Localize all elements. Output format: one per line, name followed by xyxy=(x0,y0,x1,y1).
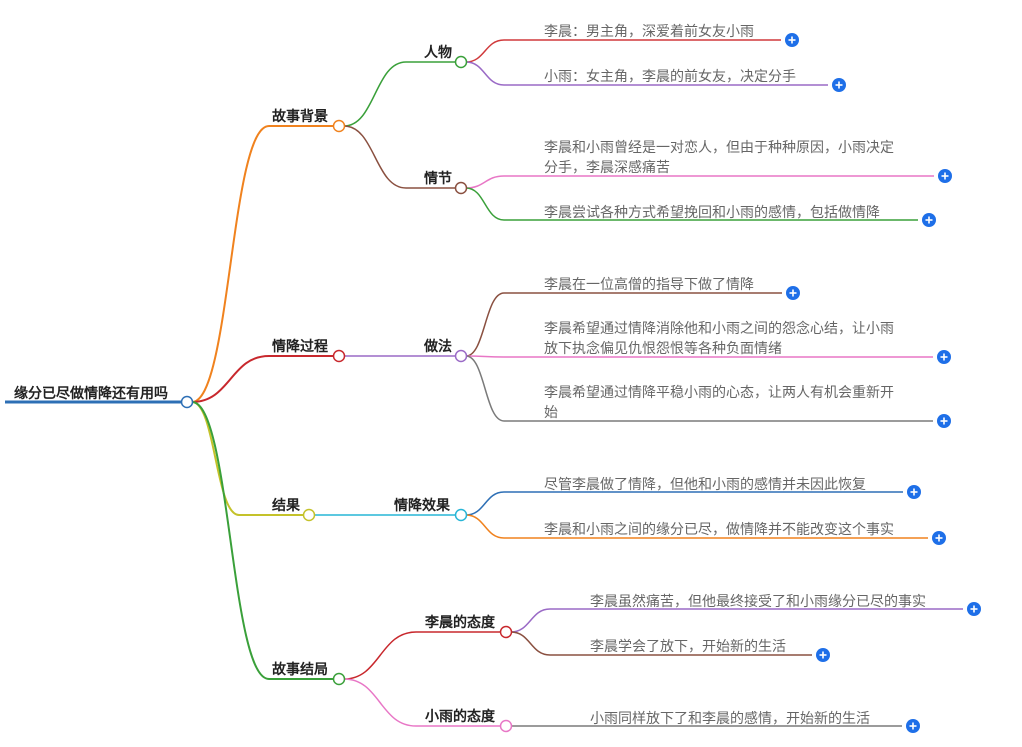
leaf-text-3-1-2: 李晨和小雨之间的缘分已尽，做情降并不能改变这个事实 xyxy=(544,521,894,538)
branch-title-2: 情降过程 xyxy=(272,338,328,355)
topic-title-4-1: 李晨的态度 xyxy=(424,614,496,631)
edge-branch4-to-2 xyxy=(343,678,417,727)
leaf-text-4-2-1: 小雨同样放下了和李晨的感情，开始新的生活 xyxy=(590,710,870,727)
edge-root-to-1 xyxy=(191,125,270,403)
edge-leaf-3-1-2 xyxy=(465,514,505,539)
edge-leaf-1-2-1 xyxy=(465,175,505,189)
edge-leaf-2-1-2 xyxy=(465,355,505,358)
edge-root-to-3 xyxy=(191,401,240,516)
leaf-text-1-2-1-line2: 分手，李晨深感痛苦 xyxy=(544,159,670,176)
edge-branch1-to-2 xyxy=(343,125,407,189)
topic-node-2-1[interactable] xyxy=(454,349,468,363)
leaf-text-2-1-3-line1: 李晨希望通过情降平稳小雨的心态，让两人有机会重新开 xyxy=(544,385,894,401)
plus-icon-1-1-2[interactable] xyxy=(832,78,846,92)
edge-leaf-2-1-3 xyxy=(465,355,505,422)
topic-node-4-1[interactable] xyxy=(499,625,513,639)
edge-leaf-3-1-1 xyxy=(465,491,505,516)
plus-icon-3-1-1[interactable] xyxy=(907,485,921,499)
leaf-text-1-1-2: 小雨：女主角，李晨的前女友，决定分手 xyxy=(544,68,796,85)
topic-node-1-1[interactable] xyxy=(454,55,468,69)
plus-icon-4-1-2[interactable] xyxy=(816,648,830,662)
topic-node-3-1[interactable] xyxy=(454,508,468,522)
branch-title-4: 故事结局 xyxy=(272,661,328,678)
branch-node-2[interactable] xyxy=(332,349,346,363)
branch-node-1[interactable] xyxy=(332,119,346,133)
plus-icon-2-1-2[interactable] xyxy=(937,350,951,364)
plus-icon-2-1-1[interactable] xyxy=(786,286,800,300)
root-title: 缘分已尽做情降还有用吗 xyxy=(14,385,168,402)
leaf-text-4-1-2: 李晨学会了放下，开始新的生活 xyxy=(590,639,786,655)
edge-leaf-2-1-1 xyxy=(465,292,505,357)
plus-icon-4-1-1[interactable] xyxy=(967,602,981,616)
edge-leaf-1-1-1 xyxy=(465,39,505,63)
edges-layer xyxy=(5,39,963,727)
plus-icon-1-2-1[interactable] xyxy=(938,169,952,183)
leaf-text-1-2-1-line1: 李晨和小雨曾经是一对恋人，但由于种种原因，小雨决定 xyxy=(544,139,894,156)
edge-leaf-4-1-1 xyxy=(510,608,551,633)
topic-node-1-2[interactable] xyxy=(454,181,468,195)
topic-title-1-1: 人物 xyxy=(424,44,452,61)
topic-title-4-2: 小雨的态度 xyxy=(425,708,496,725)
edge-leaf-4-1-2 xyxy=(510,631,551,656)
leaf-text-4-1-1: 李晨虽然痛苦，但他最终接受了和小雨缘分已尽的事实 xyxy=(590,593,926,610)
leaf-text-3-1-1: 尽管李晨做了情降，但他和小雨的感情并未因此恢复 xyxy=(544,476,866,493)
leaf-text-2-1-1: 李晨在一位高僧的指导下做了情降 xyxy=(544,276,754,293)
branch-title-1: 故事背景 xyxy=(272,108,328,125)
topic-title-3-1: 情降效果 xyxy=(394,497,451,514)
nodes-layer: 缘分已尽做情降还有用吗 故事背景 人物 李晨：男主角，深爱着前女友小雨小雨：女主角，李… xyxy=(14,23,981,733)
topic-node-4-2[interactable] xyxy=(499,719,513,733)
edge-branch1-to-1 xyxy=(343,61,407,127)
leaf-text-2-1-3-line2: 始 xyxy=(544,405,558,421)
edge-root-to-2 xyxy=(191,355,270,403)
edge-leaf-1-1-2 xyxy=(465,61,505,86)
topic-title-2-1: 做法 xyxy=(423,338,452,355)
branch-title-3: 结果 xyxy=(272,497,301,514)
topic-title-1-2: 情节 xyxy=(424,170,452,187)
root-node-handle[interactable] xyxy=(180,395,194,409)
edge-root-to-4 xyxy=(191,401,270,680)
plus-icon-4-2-1[interactable] xyxy=(906,719,920,733)
leaf-text-2-1-2-line2: 放下执念偏见仇恨怨恨等各种负面情绪 xyxy=(544,340,782,357)
edge-branch4-to-1 xyxy=(343,631,417,680)
edge-leaf-1-2-2 xyxy=(465,187,505,221)
leaf-text-2-1-2-line1: 李晨希望通过情降消除他和小雨之间的怨念心结，让小雨 xyxy=(544,320,894,337)
plus-icon-1-1-1[interactable] xyxy=(785,33,799,47)
leaf-text-1-1-1: 李晨：男主角，深爱着前女友小雨 xyxy=(544,23,754,40)
plus-icon-3-1-2[interactable] xyxy=(932,531,946,545)
branch-node-4[interactable] xyxy=(332,672,346,686)
leaf-text-1-2-2: 李晨尝试各种方式希望挽回和小雨的感情，包括做情降 xyxy=(544,204,880,221)
plus-icon-1-2-2[interactable] xyxy=(922,213,936,227)
branch-node-3[interactable] xyxy=(302,508,316,522)
plus-icon-2-1-3[interactable] xyxy=(937,414,951,428)
